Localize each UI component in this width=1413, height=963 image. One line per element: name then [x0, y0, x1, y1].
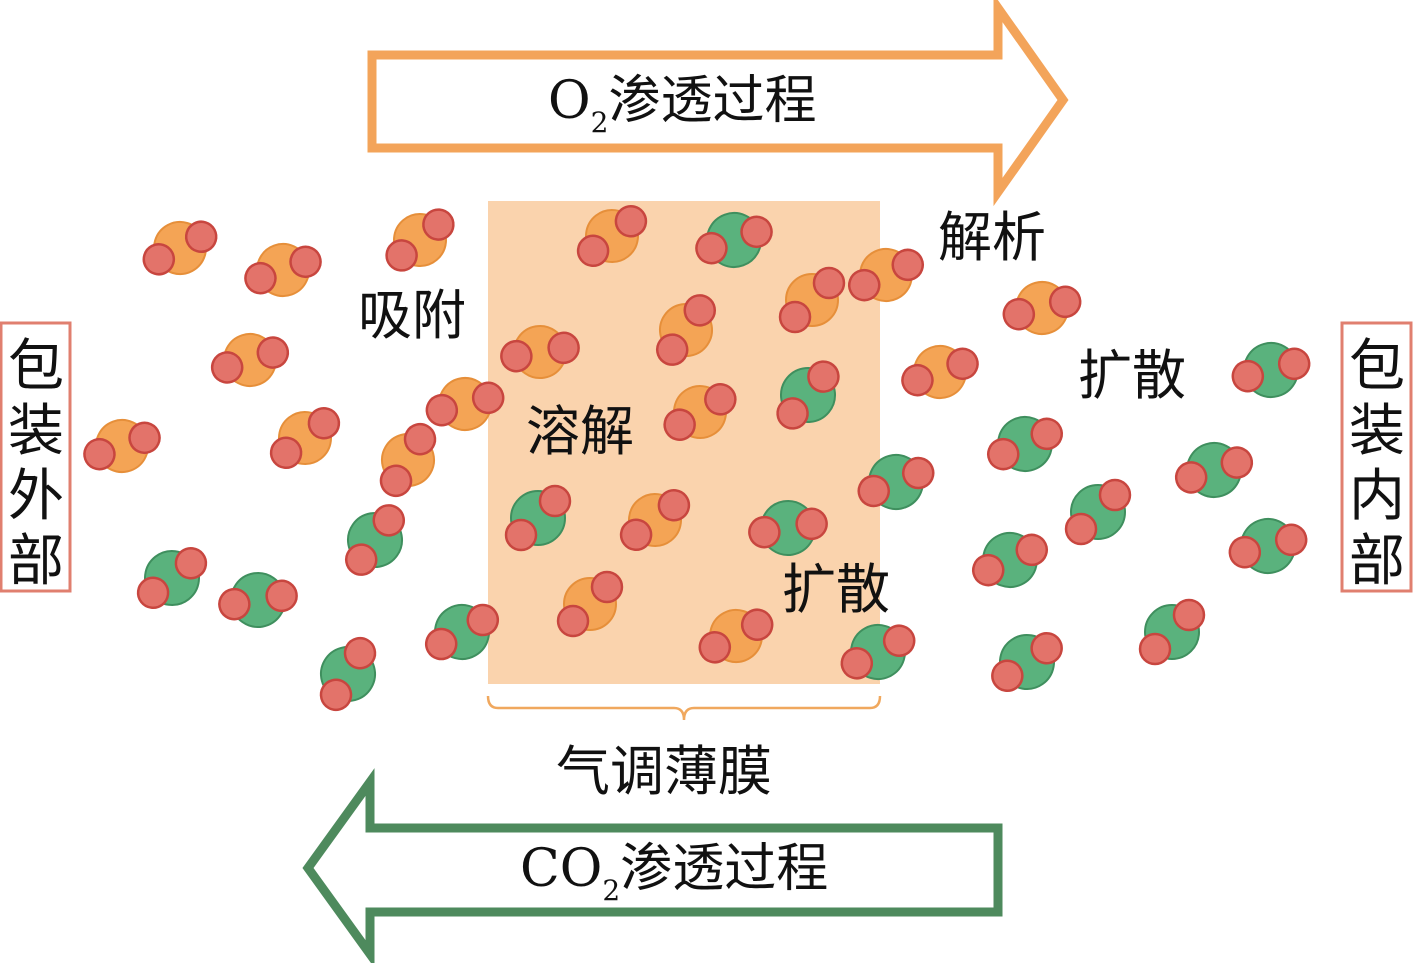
co2-molecule-icon [695, 212, 773, 268]
molecules-layer [83, 204, 1311, 712]
co2-molecule-icon [424, 603, 500, 661]
co2-molecule-icon [991, 631, 1063, 693]
co2-molecule-icon [344, 504, 406, 576]
co2-arrow-suffix: 渗透过程 [620, 839, 828, 899]
o2-arrow-title: O2渗透过程 [548, 71, 816, 139]
co2-molecule-icon [319, 636, 377, 712]
co2-molecule-icon [971, 532, 1049, 588]
co2-molecule-icon [1138, 598, 1206, 666]
co2-molecule-icon [776, 360, 840, 430]
o2-molecule-icon [142, 220, 218, 276]
o2-molecule-icon [655, 294, 717, 366]
o2-arrow-subscript: 2 [591, 106, 609, 139]
co2-molecule-icon [1064, 478, 1132, 546]
outside-package-box [0, 321, 72, 593]
o2-molecule-icon [778, 266, 846, 334]
o2-molecule-icon [698, 608, 774, 664]
o2-molecule-icon [244, 243, 322, 297]
o2-molecule-icon [210, 333, 290, 387]
co2-arrow-formula: CO [520, 839, 602, 899]
o2-molecule-icon [269, 406, 341, 470]
o2-molecule-icon [619, 488, 691, 552]
co2-molecule-icon [136, 546, 208, 610]
o2-molecule-icon [500, 325, 580, 379]
film-brace [486, 695, 882, 721]
o2-arrow-formula: O [548, 71, 591, 131]
dissolution-label: 溶解 [526, 400, 634, 463]
o2-arrow-suffix: 渗透过程 [608, 71, 816, 131]
co2-molecule-icon [1228, 518, 1308, 574]
outside-package-label: 包装外部 [8, 334, 64, 594]
o2-molecule-icon [425, 377, 505, 431]
co2-molecule-icon [218, 572, 298, 628]
co2-molecule-icon [986, 416, 1064, 472]
o2-permeation-arrow [367, 0, 1069, 207]
o2-molecule-icon [1002, 281, 1082, 335]
desorption-label: 解析 [938, 206, 1046, 269]
o2-molecule-icon [901, 345, 979, 399]
o2-molecule-icon [385, 208, 455, 272]
inside-package-box [1340, 321, 1413, 593]
co2-molecule-icon [840, 624, 916, 680]
co2-molecule-icon [857, 454, 935, 510]
co2-permeation-arrow [302, 768, 1003, 963]
co2-arrow-title: CO2渗透过程 [520, 839, 828, 907]
co2-molecule-icon [504, 484, 572, 552]
co2-molecule-icon [748, 500, 828, 556]
o2-molecule-icon [83, 419, 161, 473]
film-diffusion-label: 扩散 [782, 558, 890, 621]
co2-molecule-icon [1231, 342, 1311, 398]
o2-molecule-icon [663, 383, 737, 441]
co2-molecule-icon [1174, 442, 1254, 498]
o2-molecule-icon [556, 570, 624, 638]
co2-arrow-subscript: 2 [602, 874, 620, 907]
o2-molecule-icon [576, 204, 648, 268]
inside-diffusion-label: 扩散 [1078, 344, 1186, 407]
inside-package-label: 包装内部 [1349, 334, 1405, 594]
o2-molecule-icon [379, 422, 437, 498]
o2-molecule-icon [847, 248, 925, 302]
film-label: 气调薄膜 [556, 740, 772, 803]
adsorption-label: 吸附 [358, 284, 466, 347]
